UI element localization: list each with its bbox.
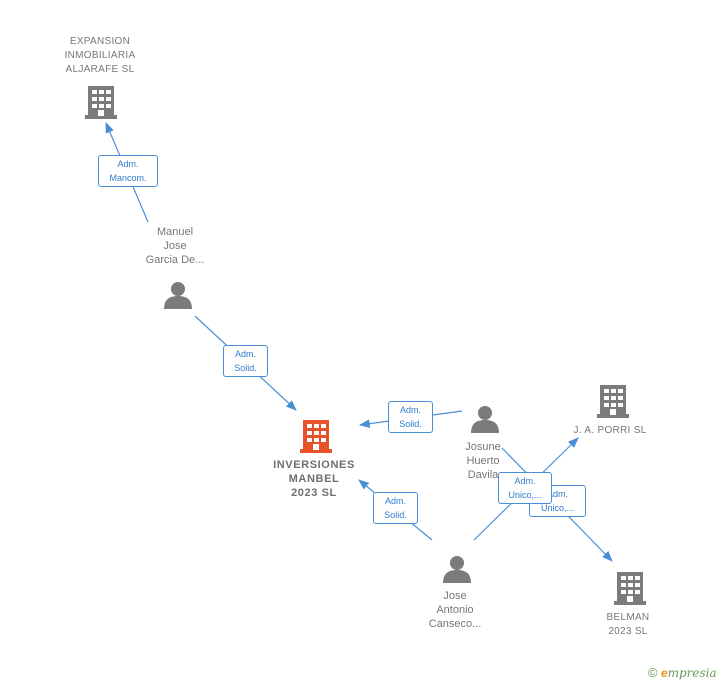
relation-badge[interactable]: Adm. Solid. xyxy=(388,401,433,433)
node-manuel-label[interactable]: Manuel Jose Garcia De... xyxy=(145,226,205,266)
relation-badge[interactable]: Adm. Mancom. xyxy=(98,155,158,187)
building-icon xyxy=(597,385,629,418)
person-icon xyxy=(471,406,499,433)
building-icon xyxy=(85,86,117,119)
node-josune-label[interactable]: Josune Huerto Davila xyxy=(465,441,501,481)
node-jose-label[interactable]: Jose Antonio Canseco... xyxy=(428,590,482,630)
node-inversiones-label[interactable]: INVERSIONES MANBEL 2023 SL xyxy=(273,459,355,499)
brand-watermark: © empresia xyxy=(648,665,717,680)
building-icon xyxy=(614,572,646,605)
node-belman-label[interactable]: BELMAN 2023 SL xyxy=(606,612,650,637)
brand-logo-e: e xyxy=(660,666,668,680)
building-icon xyxy=(300,420,332,453)
relation-badge[interactable]: Adm. Solid. xyxy=(223,345,268,377)
person-icon xyxy=(443,556,471,583)
copyright-symbol: © xyxy=(648,665,658,680)
node-expansion-label[interactable]: EXPANSION INMOBILIARIA ALJARAFE SL xyxy=(64,36,136,75)
person-icon xyxy=(164,282,192,309)
node-porri-label[interactable]: J. A. PORRI SL xyxy=(573,425,647,436)
relation-badge[interactable]: Adm. Solid. xyxy=(373,492,418,524)
brand-logo-text: mpresia xyxy=(667,666,717,680)
relation-badge[interactable]: Adm. Unico,... xyxy=(498,472,552,504)
